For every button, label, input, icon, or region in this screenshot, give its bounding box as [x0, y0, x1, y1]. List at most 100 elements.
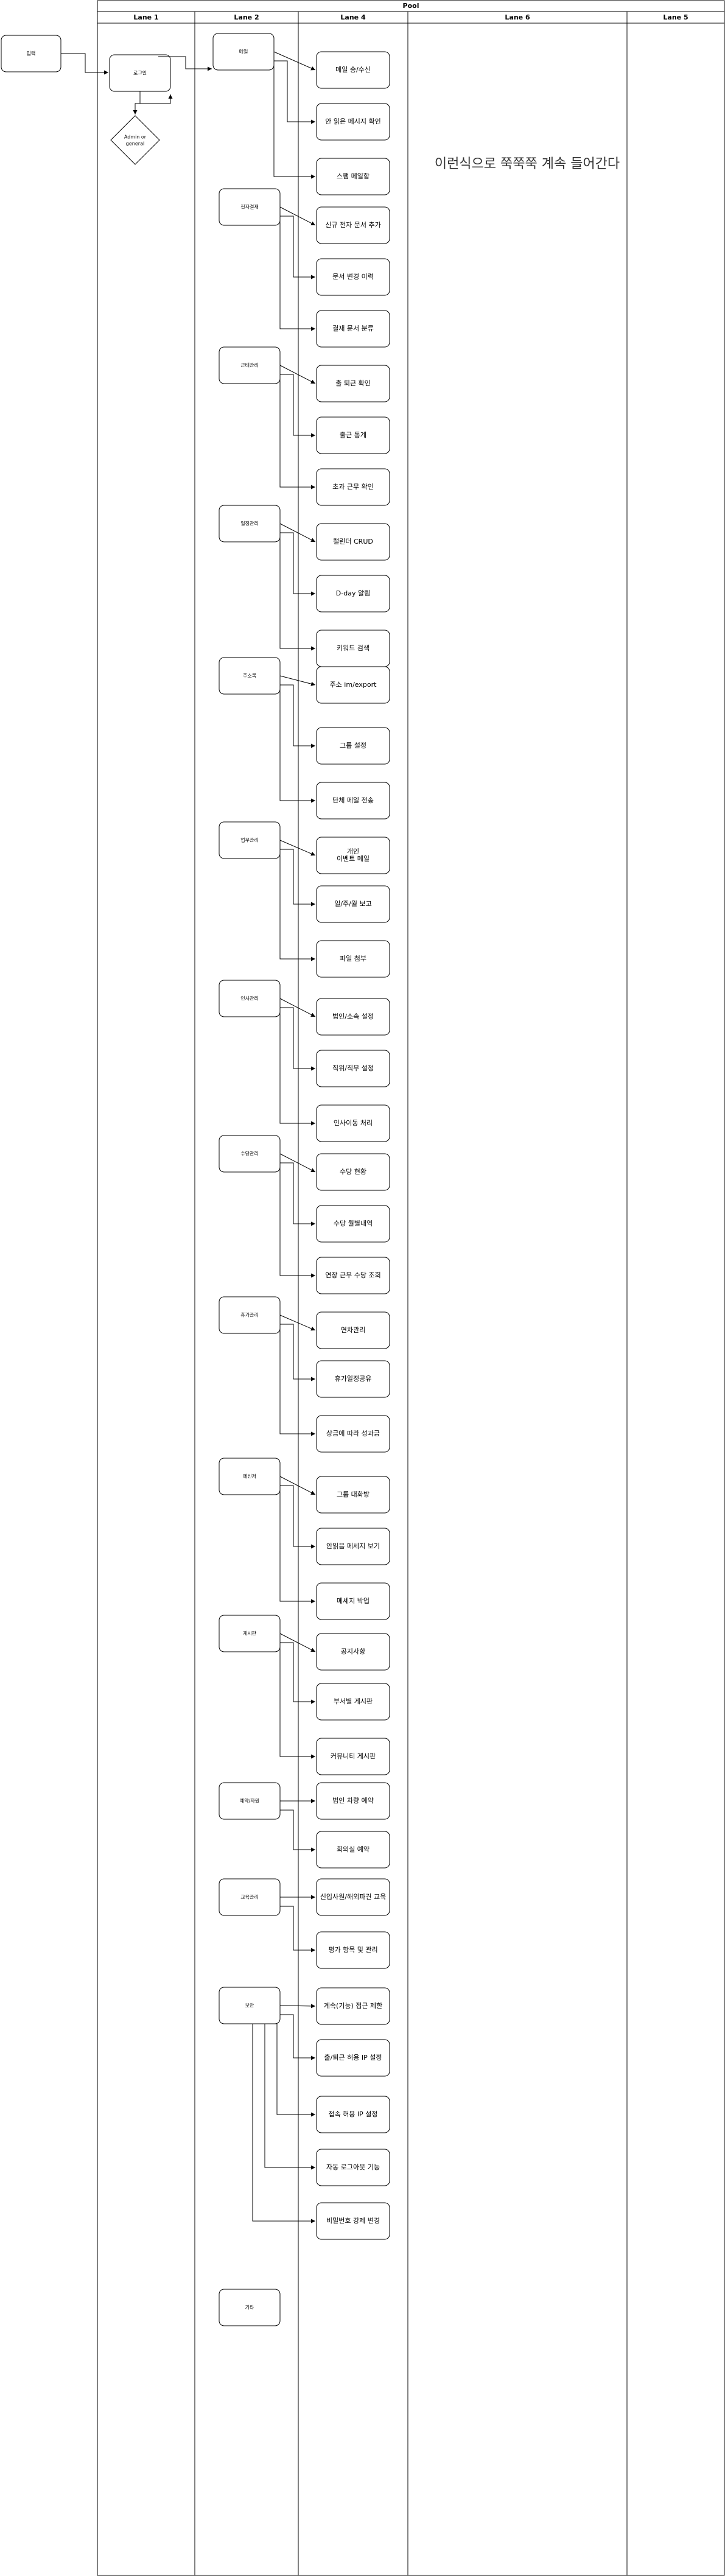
feature-node-label: 수당 월별내역 — [334, 1220, 373, 1227]
feature-node[interactable] — [316, 1987, 390, 2025]
feature-node-label: 파일 첨부 — [340, 954, 366, 963]
feature-node-label: 커뮤니티 게시판 — [331, 1752, 376, 1760]
flow-edge — [279, 688, 315, 803]
flow-edge — [279, 1489, 315, 1604]
feature-node[interactable] — [316, 1476, 390, 1514]
start-node-label: 입력 — [27, 51, 36, 57]
feature-node[interactable] — [316, 206, 390, 244]
category-node-label: 인사관리 — [240, 995, 258, 1002]
flow-edge — [279, 536, 315, 651]
feature-node[interactable] — [316, 1104, 390, 1142]
flow-edge — [279, 1633, 316, 1652]
feature-node[interactable] — [316, 365, 390, 402]
pool-title: Pool — [403, 2, 419, 10]
category-node[interactable] — [219, 2289, 281, 2326]
feature-node[interactable] — [316, 103, 390, 141]
feature-node[interactable] — [316, 1738, 390, 1775]
category-node-label: 전자결재 — [240, 204, 258, 210]
feature-node-label: 안읽음 메세지 보기 — [326, 1542, 380, 1550]
feature-node[interactable] — [316, 885, 390, 923]
feature-node[interactable] — [316, 1831, 390, 1869]
flow-edge — [280, 1642, 315, 1704]
flow-edge — [280, 1809, 315, 1852]
pool-frame — [97, 0, 725, 2576]
flow-edge — [264, 2024, 315, 2170]
feature-node[interactable] — [316, 2039, 390, 2077]
feature-node[interactable] — [316, 1683, 390, 1721]
feature-node[interactable] — [316, 1311, 390, 1349]
feature-node-label: 출/퇴근 허용 IP 설정 — [324, 2054, 382, 2062]
feature-node-label: 계속(기능) 접근 제한 — [324, 2002, 383, 2010]
feature-node-label: D-day 알림 — [336, 589, 370, 597]
lane-label: Lane 5 — [663, 13, 688, 21]
feature-node-label: 초과 근무 확인 — [332, 483, 374, 491]
feature-node[interactable] — [316, 1257, 390, 1294]
feature-node-label: 그룹 대화방 — [337, 1490, 370, 1498]
feature-node[interactable] — [316, 1878, 390, 1916]
feature-node[interactable] — [316, 837, 390, 874]
feature-node[interactable] — [316, 1582, 390, 1620]
feature-node-label: 주소 im/export — [330, 681, 377, 689]
feature-node[interactable] — [316, 310, 390, 348]
flow-edge — [279, 206, 316, 226]
feature-node[interactable] — [316, 2202, 390, 2240]
flow-edge — [274, 60, 315, 124]
flow-edge — [158, 56, 212, 71]
feature-node[interactable] — [316, 1931, 390, 1969]
flow-edge — [279, 219, 315, 331]
feature-node[interactable] — [316, 468, 390, 506]
feature-node[interactable] — [316, 1633, 390, 1671]
lane-label: Lane 4 — [340, 13, 366, 21]
feature-node[interactable] — [316, 666, 390, 704]
feature-node-label: 부서별 게시판 — [334, 1697, 373, 1705]
feature-node[interactable] — [316, 416, 390, 454]
flow-edge — [279, 1011, 315, 1126]
feature-node[interactable] — [316, 1415, 390, 1453]
feature-node[interactable] — [316, 940, 390, 978]
category-node-label: 보안 — [245, 2002, 254, 2009]
feature-node[interactable] — [316, 1205, 390, 1243]
lane-label: Lane 6 — [505, 13, 530, 21]
flow-edge — [280, 216, 315, 279]
feature-node[interactable] — [316, 1528, 390, 1565]
flow-edge — [135, 94, 173, 104]
category-node-label: 메신저 — [243, 1474, 256, 1479]
feature-node-label: 그룹 설정 — [340, 742, 366, 749]
flow-edge — [280, 374, 315, 438]
flow-edge — [280, 2014, 315, 2060]
feature-node[interactable] — [316, 1153, 390, 1191]
flow-edge — [279, 675, 316, 686]
feature-node[interactable] — [316, 782, 390, 819]
feature-node[interactable] — [316, 1050, 390, 1087]
feature-node[interactable] — [316, 727, 390, 765]
flow-edge — [61, 53, 108, 75]
flow-edge — [279, 1327, 315, 1436]
flow-edge — [280, 532, 315, 596]
feature-node-label: 연차관리 — [341, 1326, 365, 1334]
feature-node-label: 회의실 예약 — [337, 1845, 370, 1853]
feature-node[interactable] — [316, 51, 390, 89]
feature-node[interactable] — [316, 2096, 390, 2133]
feature-node[interactable] — [316, 1782, 390, 1820]
flow-edge — [279, 1476, 316, 1495]
feature-node[interactable] — [316, 258, 390, 296]
feature-node[interactable] — [316, 523, 390, 561]
feature-node-label: 일/주/월 보고 — [334, 899, 372, 908]
category-node-label: 근태관리 — [240, 362, 258, 368]
feature-node[interactable] — [316, 998, 390, 1036]
category-node-label: 게시판 — [243, 1630, 257, 1637]
category-node-label: 주소록 — [243, 673, 256, 679]
feature-node-label: 스팸 메일함 — [337, 172, 370, 180]
decision-gateway[interactable] — [110, 115, 160, 165]
flow-edge — [280, 1906, 315, 1953]
feature-node-label: 법인 차량 예약 — [332, 1796, 374, 1805]
flow-edge — [279, 1166, 315, 1278]
feature-node[interactable] — [316, 575, 390, 612]
feature-node[interactable] — [316, 158, 390, 195]
feature-node-label: 접속 허용 IP 설정 — [328, 2110, 377, 2118]
feature-node[interactable] — [316, 2149, 390, 2186]
lane-label: Lane 1 — [133, 13, 158, 21]
feature-node[interactable] — [316, 1360, 390, 1398]
category-node-label: 예약/자원 — [240, 1798, 259, 1804]
